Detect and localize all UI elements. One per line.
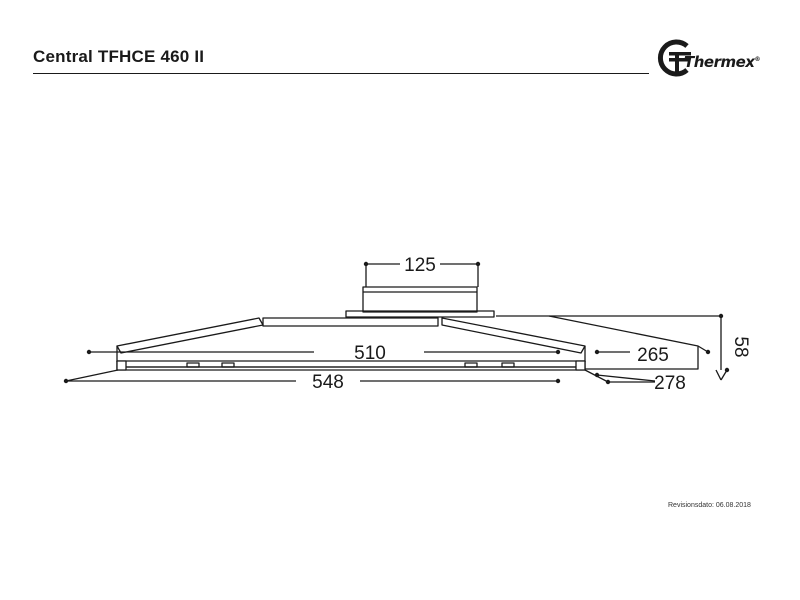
revision-date: Revisionsdato: 06.08.2018 [668,502,751,509]
depth-top-label: 265 [637,345,669,366]
logo-mark-icon [657,39,691,77]
title-divider [33,73,649,74]
inner-width-label: 510 [354,343,386,364]
duct-dimension-line [365,263,479,287]
logo-wordmark: Thermex® [684,53,760,71]
duct-collar [345,286,495,318]
outer-width-dimension-line [65,369,558,382]
page-title: Central TFHCE 460 II [33,47,205,66]
height-dimension-line [697,316,728,381]
outer-width-label: 548 [312,372,344,393]
height-label: 58 [730,336,751,357]
duct-diameter-label: 125 [404,255,436,276]
hood-body [116,317,586,371]
side-profile [496,315,721,370]
depth-bottom-label: 278 [654,373,686,394]
thermex-logo-icon: Thermex® [657,38,769,78]
dimension-markers [63,261,730,385]
